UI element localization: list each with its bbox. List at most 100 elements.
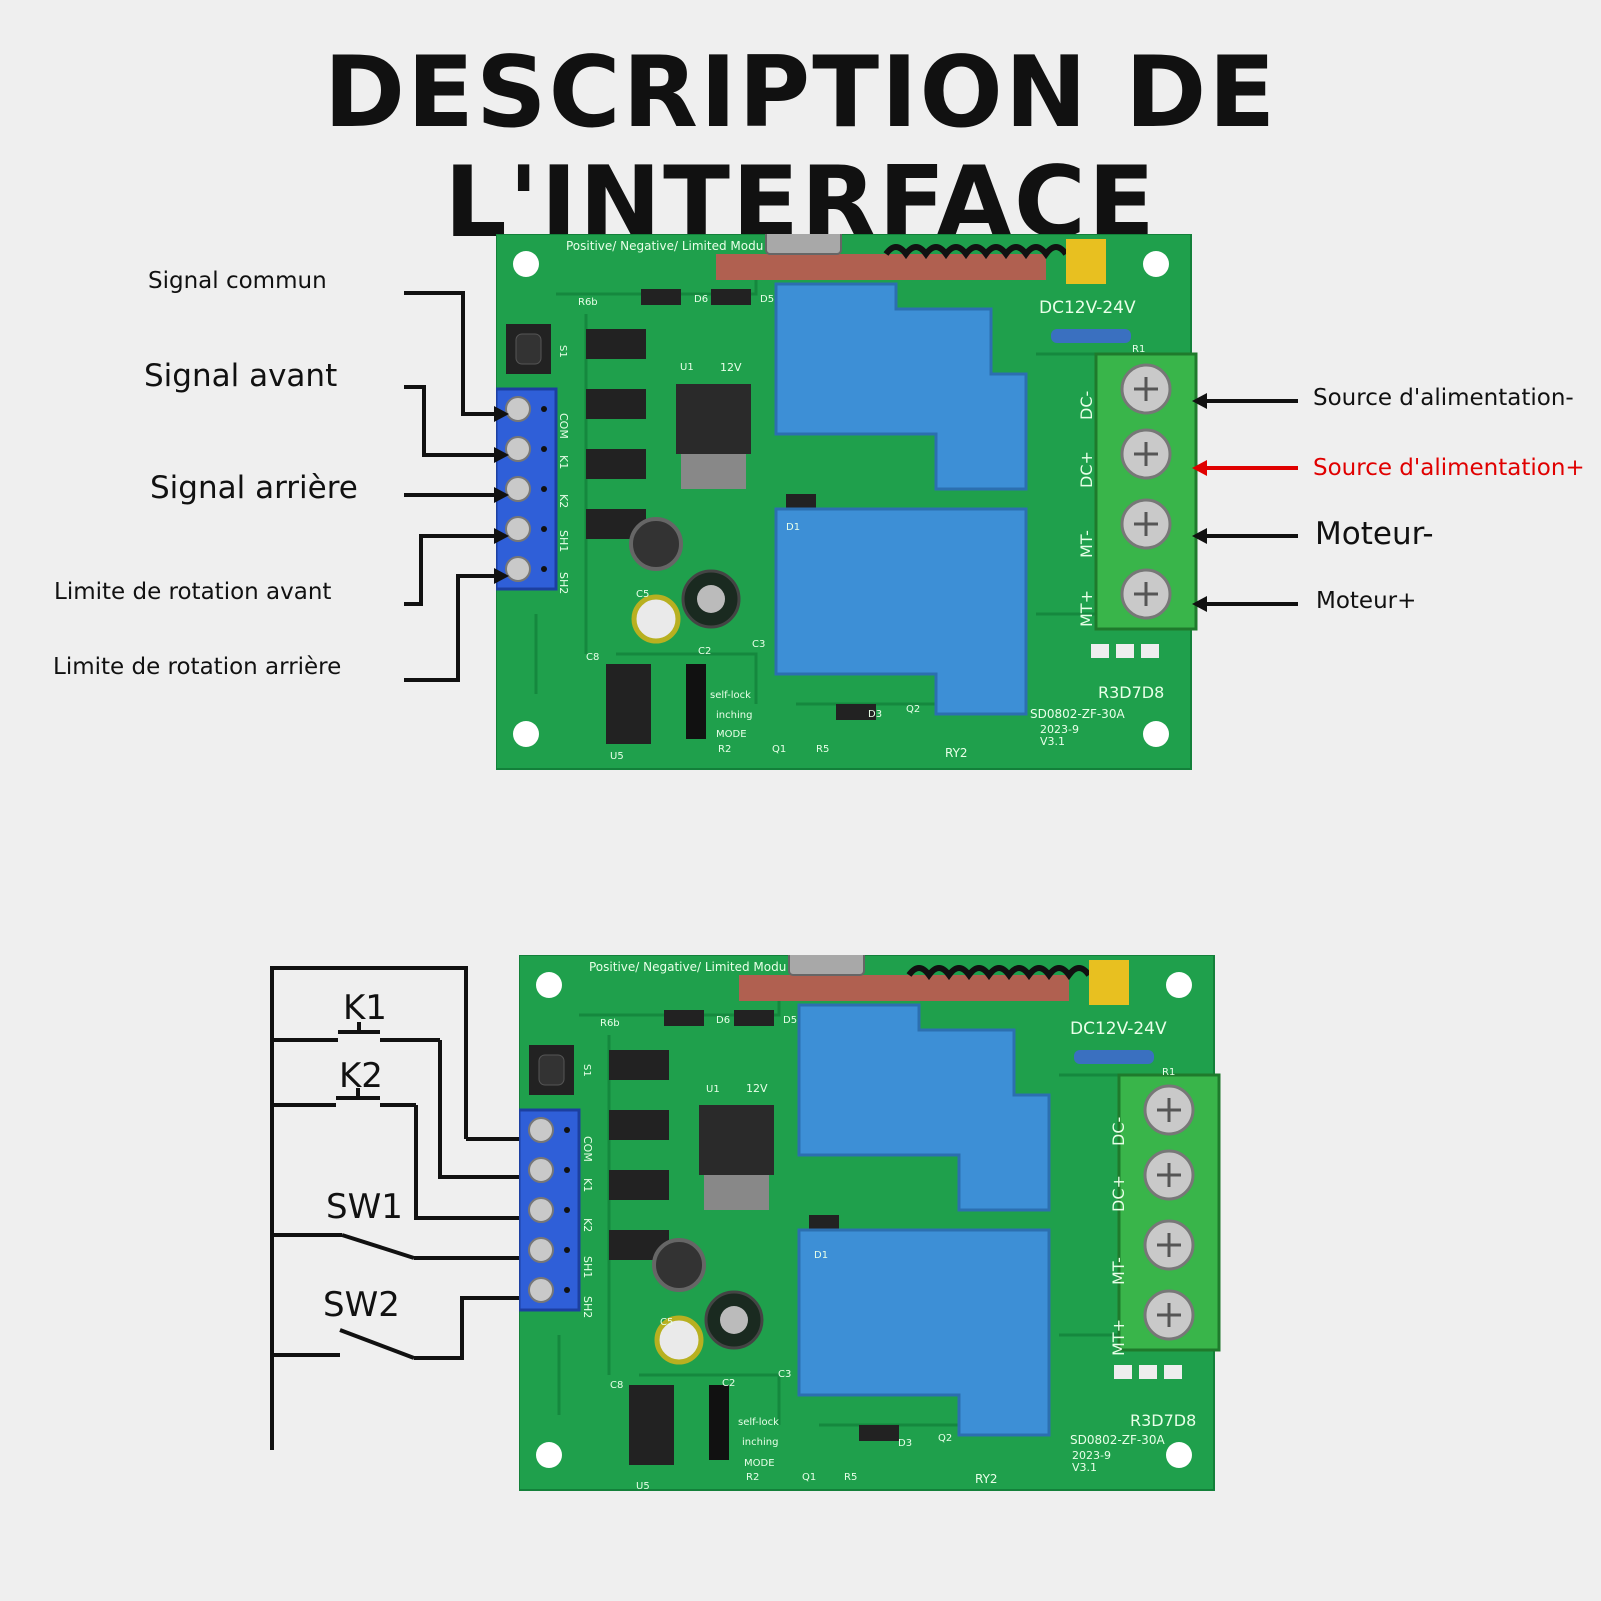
pin-label-com: COM (557, 413, 570, 439)
board-selflock-text: self-lock (710, 690, 751, 701)
switch-label-sw2: SW2 (323, 1285, 400, 1325)
board2-voltage-text: DC12V-24V (1070, 1019, 1167, 1039)
board-leds-text: R3D7D8 (1098, 683, 1164, 702)
board-header-text: Positive/ Negative/ Limited Modu (566, 239, 763, 253)
pin-label-dc-minus: DC- (1077, 391, 1096, 420)
wire-k2-to-board (414, 1105, 519, 1220)
left-leader-arrows (494, 406, 509, 584)
board-u1-text: U1 (680, 362, 694, 373)
label-signal-forward: Signal avant (144, 358, 338, 394)
pin2-label-sh2: SH2 (581, 1296, 594, 1318)
board2-model-text: SD0802-ZF-30A (1070, 1433, 1165, 1447)
leader-limit-forward (404, 534, 496, 606)
leader-limit-reverse (404, 574, 496, 682)
board2-r1-text: R1 (1162, 1067, 1175, 1078)
board2-c3-text: C3 (778, 1369, 791, 1380)
board-q1-text: Q1 (772, 744, 786, 755)
wire-sw2-blade (339, 1328, 415, 1360)
wire-sw2-to-board (414, 1296, 519, 1360)
board2-u1-text: U1 (706, 1084, 720, 1095)
pin-label-k2: K2 (557, 494, 570, 508)
pushbutton-symbols (336, 1022, 380, 1100)
board-d6-text: D6 (694, 294, 708, 305)
switch-label-sw1: SW1 (326, 1187, 403, 1227)
pin-label-mt-plus: MT+ (1077, 590, 1096, 627)
board2-r6b-text: R6b (600, 1018, 620, 1029)
board2-c2-text: C2 (722, 1378, 735, 1389)
board-d3-text: D3 (868, 709, 882, 720)
board-q2-text: Q2 (906, 704, 920, 715)
board2-inching-text: inching (742, 1437, 778, 1448)
wire-common-bus (270, 966, 468, 1450)
pin2-label-mt-plus: MT+ (1109, 1319, 1128, 1356)
board-model-text: SD0802-ZF-30A (1030, 707, 1125, 721)
board-r6b-text: R6b (578, 297, 598, 308)
board-c5-text: C5 (636, 589, 649, 600)
board2-version-text: V3.1 (1072, 1461, 1097, 1474)
board-r5-text: R5 (816, 744, 829, 755)
label-limit-forward: Limite de rotation avant (54, 579, 332, 605)
right-leader-lines (1205, 399, 1298, 606)
wire-k1-to-board (438, 1040, 519, 1179)
board-voltage-text: DC12V-24V (1039, 298, 1136, 318)
board2-header-text: Positive/ Negative/ Limited Modu (589, 960, 786, 974)
board2-d6-text: D6 (716, 1015, 730, 1026)
board2-r5-text: R5 (844, 1472, 857, 1483)
pin-label-sh2: SH2 (557, 572, 570, 594)
board-ry2-text: RY2 (945, 746, 968, 760)
board-r1-text: R1 (1132, 344, 1145, 355)
board-version-text: V3.1 (1040, 735, 1065, 748)
label-limit-reverse: Limite de rotation arrière (53, 654, 342, 680)
board-c3-text: C3 (752, 639, 765, 650)
board2-d1-text: D1 (814, 1250, 828, 1261)
label-power-negative: Source d'alimentation- (1313, 385, 1574, 411)
label-motor-negative: Moteur- (1315, 516, 1434, 552)
label-motor-positive: Moteur+ (1316, 588, 1417, 614)
board2-selflock-text: self-lock (738, 1417, 779, 1428)
pin-label-mt-minus: MT- (1077, 530, 1096, 558)
board2-date-text: 2023-9 (1072, 1449, 1111, 1462)
wiring-schematic (270, 966, 519, 1450)
board2-d5-text: D5 (783, 1015, 797, 1026)
board-top-text: Positive/ Negative/ Limited Modu DC12V-2… (557, 239, 1164, 762)
board2-leds-text: R3D7D8 (1130, 1411, 1196, 1430)
board2-c8-text: C8 (610, 1380, 623, 1391)
label-signal-common: Signal commun (148, 268, 327, 294)
pin2-label-com: COM (581, 1136, 594, 1162)
right-leader-arrows (1192, 393, 1207, 612)
label-signal-reverse: Signal arrière (150, 470, 358, 506)
board2-reg-text: 12V (746, 1082, 768, 1095)
board-mode-text: MODE (716, 729, 747, 740)
board-s1-text: S1 (557, 345, 568, 358)
pin2-label-dc-plus: DC+ (1109, 1175, 1128, 1212)
board2-s1-text: S1 (581, 1064, 592, 1077)
pin2-label-k1: K1 (581, 1178, 594, 1192)
page-title: DESCRIPTION DE L'INTERFACE (323, 36, 1278, 260)
board-inching-text: inching (716, 710, 752, 721)
pin-label-k1: K1 (557, 455, 570, 469)
board-c8-text: C8 (586, 652, 599, 663)
wire-sw1-blade (341, 1233, 415, 1260)
label-power-positive: Source d'alimentation+ (1313, 455, 1585, 481)
board-d1-text: D1 (786, 522, 800, 533)
board2-q2-text: Q2 (938, 1433, 952, 1444)
board2-u5-text: U5 (636, 1481, 650, 1492)
board2-c5-text: C5 (660, 1317, 673, 1328)
board-bottom-text: Positive/ Negative/ Limited Modu DC12V-2… (581, 960, 1196, 1492)
board-d5-text: D5 (760, 294, 774, 305)
leader-forward (404, 385, 496, 457)
switch-label-k2: K2 (339, 1056, 383, 1096)
switch-label-k1: K1 (343, 988, 387, 1028)
pin2-label-sh1: SH1 (581, 1256, 594, 1278)
board-reg-text: 12V (720, 361, 742, 374)
board2-r2-text: R2 (746, 1472, 759, 1483)
pin2-label-k2: K2 (581, 1218, 594, 1232)
board-c2-text: C2 (698, 646, 711, 657)
board-date-text: 2023-9 (1040, 723, 1079, 736)
board2-mode-text: MODE (744, 1458, 775, 1469)
pin-label-dc-plus: DC+ (1077, 451, 1096, 488)
left-leader-lines (404, 291, 496, 682)
pin2-label-mt-minus: MT- (1109, 1257, 1128, 1285)
board2-q1-text: Q1 (802, 1472, 816, 1483)
